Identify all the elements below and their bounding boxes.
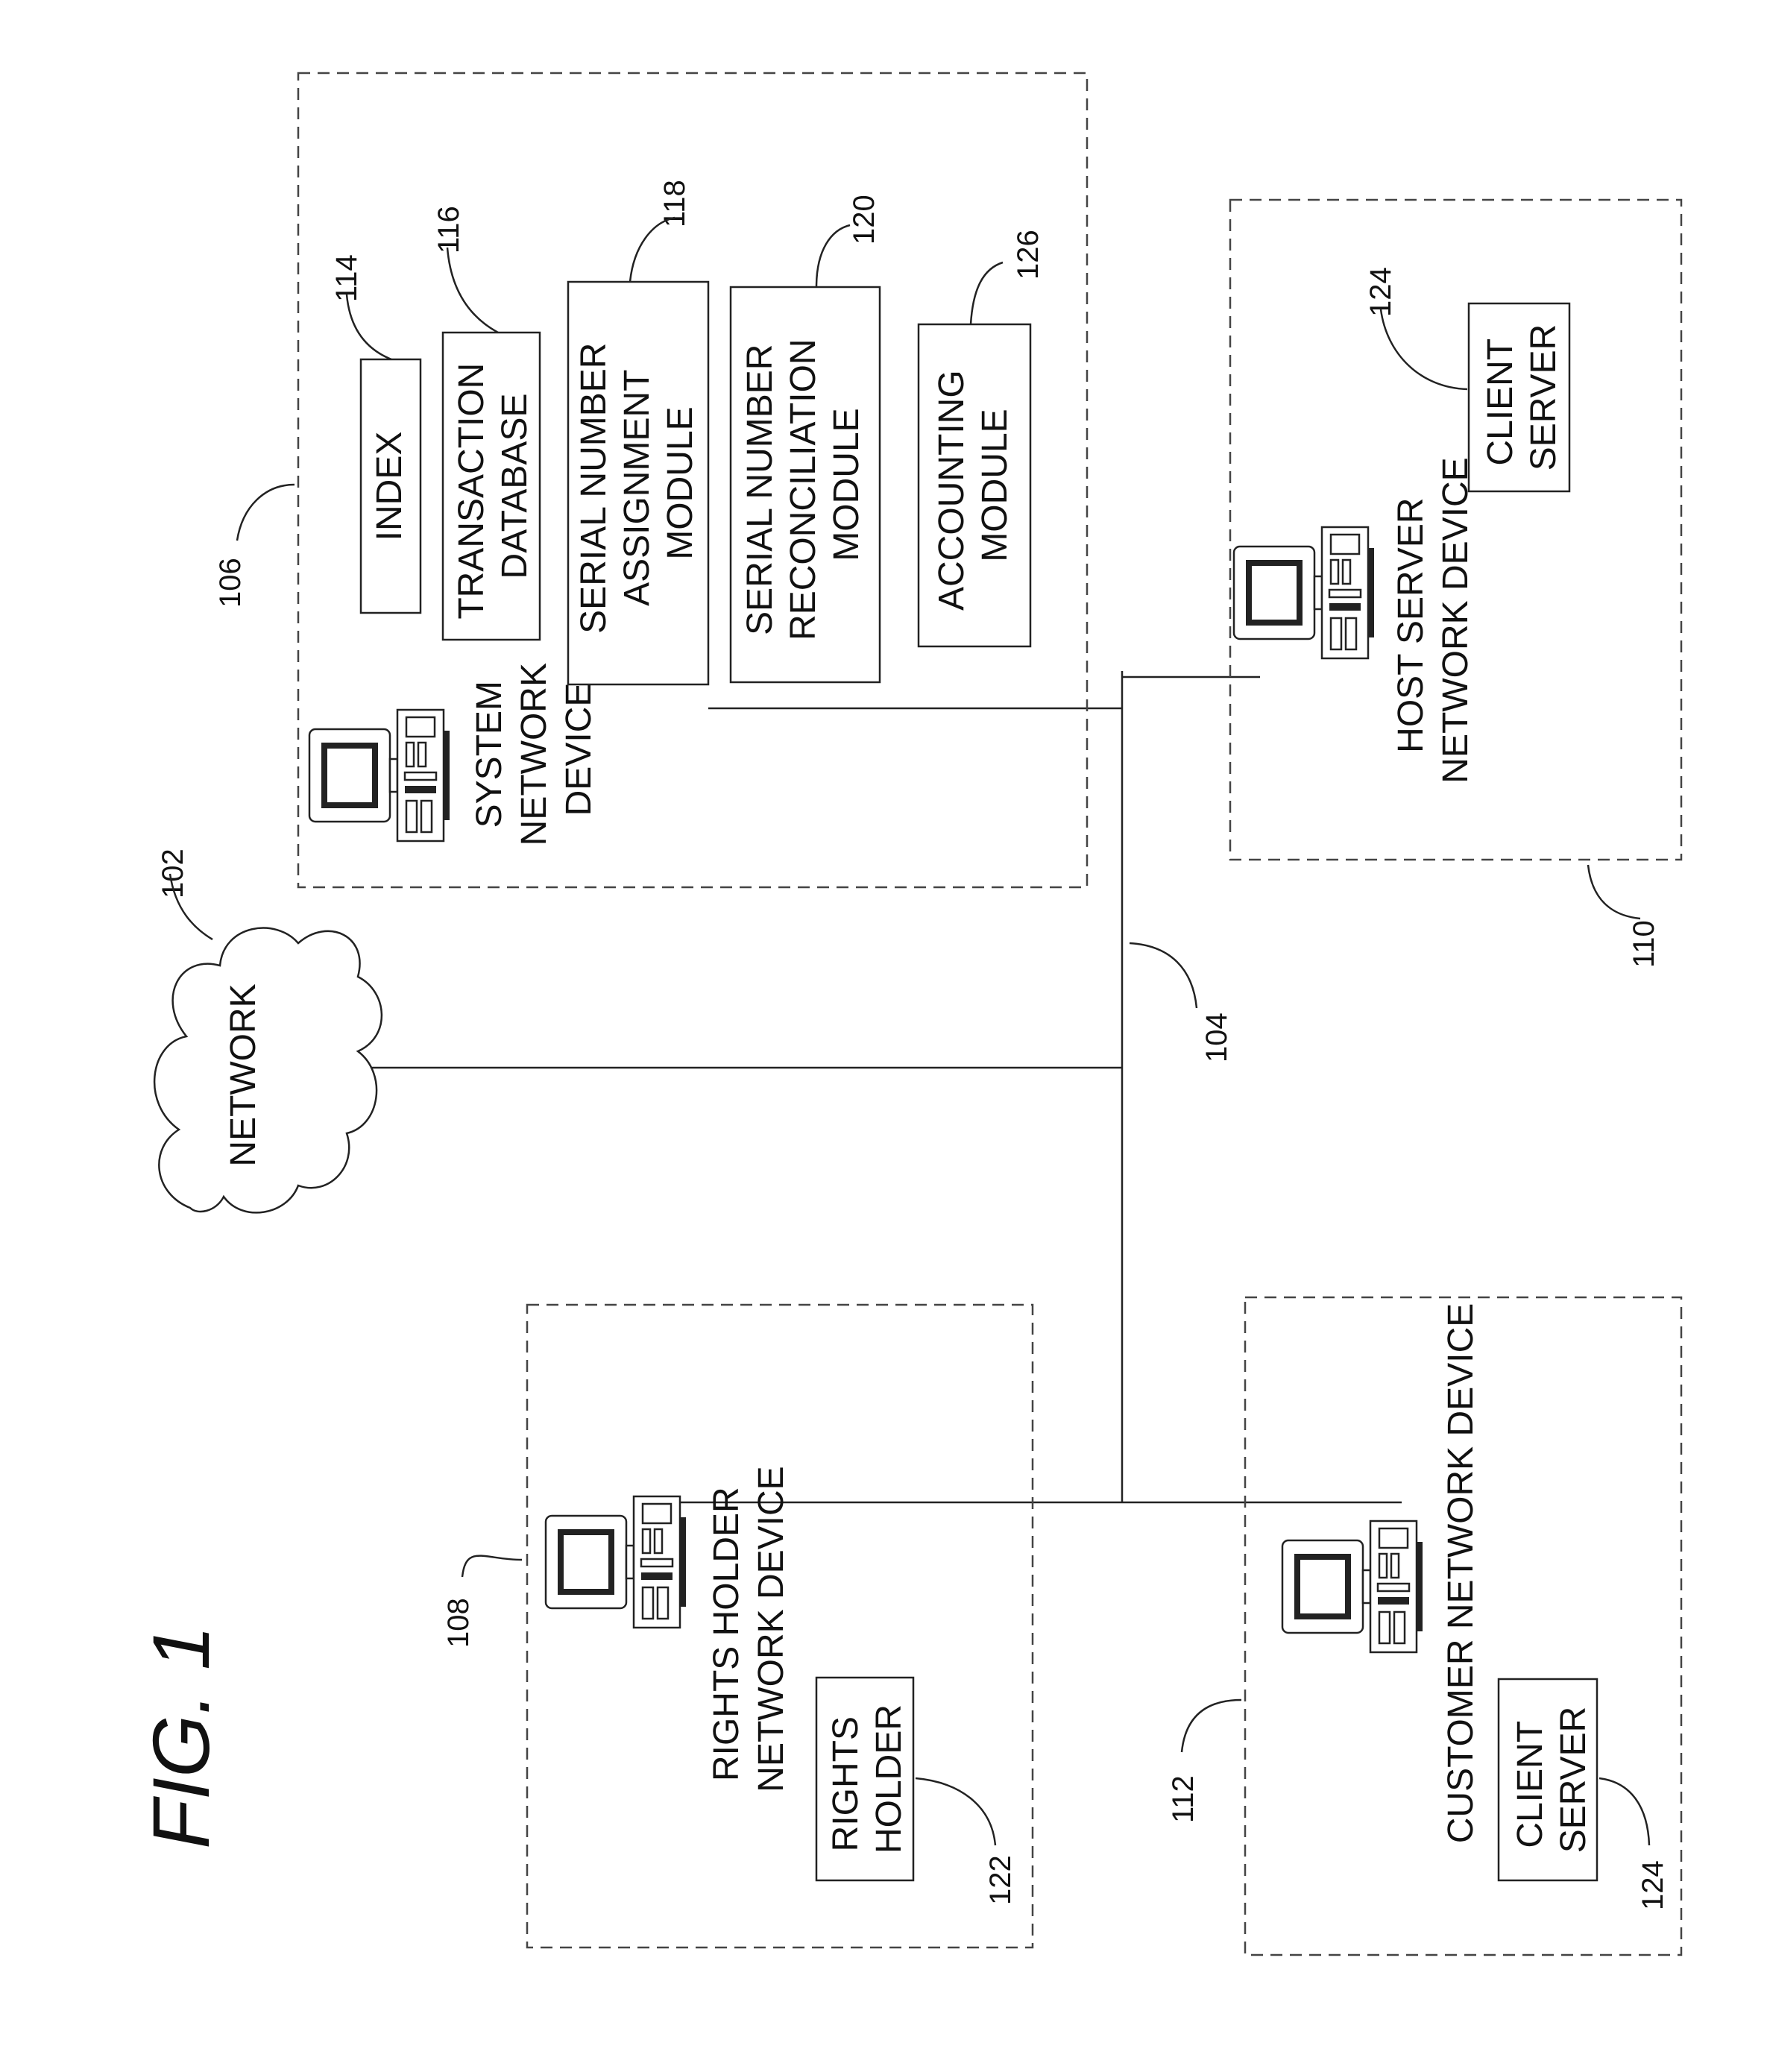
system-computer-icon: [309, 710, 450, 841]
bus-ref-number: 104: [1200, 1013, 1233, 1062]
accounting-ref-number: 126: [1012, 230, 1045, 280]
network-label: NETWORK: [224, 983, 263, 1166]
accounting-module: ACCOUNTING MODULE: [919, 324, 1030, 646]
transaction-database-module: TRANSACTION DATABASE: [443, 333, 540, 640]
rights-holder-box-ref-number: 122: [984, 1855, 1017, 1905]
host-server-device-label: HOST SERVER NETWORK DEVICE: [1391, 457, 1475, 783]
host-server-client-ref-number: 124: [1364, 267, 1397, 317]
customer-computer-icon: [1282, 1521, 1423, 1652]
host-server-client-server-box: CLIENT SERVER: [1469, 303, 1569, 491]
rights-holder-computer-icon: [546, 1496, 686, 1628]
transaction-database-ref-number: 116: [432, 206, 465, 254]
svg-text:INDEX: INDEX: [370, 432, 409, 541]
rights-holder-box: RIGHTS HOLDER: [816, 1678, 913, 1880]
network-cloud: [154, 928, 382, 1213]
index-module: INDEX: [361, 359, 421, 613]
host-server-ref-number: 110: [1628, 920, 1660, 968]
figure-title: FIG. 1: [136, 1625, 226, 1849]
system-ref-number: 106: [214, 558, 247, 608]
host-server-computer-icon: [1234, 527, 1374, 658]
serial-number-assignment-ref-number: 118: [658, 180, 691, 227]
rights-holder-ref-number: 108: [442, 1598, 475, 1648]
rights-holder-device-label: RIGHTS HOLDER NETWORK DEVICE: [707, 1466, 791, 1792]
customer-client-ref-number: 124: [1637, 1860, 1669, 1910]
customer-device-label: CUSTOMER NETWORK DEVICE: [1441, 1303, 1481, 1844]
serial-number-reconciliation-ref-number: 120: [848, 195, 881, 245]
customer-ref-number: 112: [1167, 1775, 1200, 1823]
serial-number-assignment-module: SERIAL NUMBER ASSIGNMENT MODULE: [568, 282, 708, 684]
serial-number-reconciliation-module: SERIAL NUMBER RECONCILIATION MODULE: [731, 287, 880, 682]
customer-client-server-box: CLIENT SERVER: [1499, 1679, 1597, 1880]
